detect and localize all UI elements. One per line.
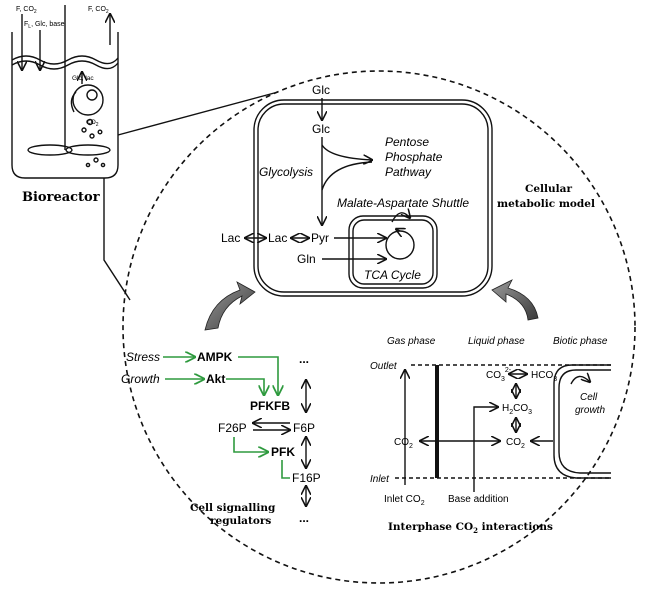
mas-label: Malate-Aspartate Shuttle bbox=[337, 196, 469, 210]
pfkfb-label: PFKFB bbox=[250, 399, 290, 413]
feed-label-right: F, CO2 bbox=[88, 6, 109, 15]
zoom-line-top bbox=[117, 91, 279, 136]
glc-extracellular: Glc bbox=[312, 83, 330, 97]
lac-extracellular: Lac bbox=[221, 231, 240, 245]
dots-top: ... bbox=[299, 352, 309, 366]
cell-outer-membrane bbox=[253, 99, 493, 297]
cell-inner-membrane bbox=[257, 103, 489, 293]
bioreactor-vessel bbox=[11, 5, 119, 179]
pfk-to-f16p-link bbox=[281, 460, 290, 479]
cell-wall-inner bbox=[558, 369, 611, 474]
mitochondrion-outer bbox=[348, 215, 438, 289]
curved-arrow-left bbox=[204, 281, 256, 331]
tca-cycle-label: TCA Cycle bbox=[364, 268, 421, 282]
carbonate-label: CO32- bbox=[486, 367, 512, 383]
inlet-co2-label: Inlet CO2 bbox=[384, 494, 425, 507]
metabolic-title-2: metabolic model bbox=[497, 198, 595, 210]
ampk-to-pfkfb-arrow bbox=[238, 356, 278, 395]
liquid-phase-label: Liquid phase bbox=[468, 336, 525, 347]
pfk-label: PFK bbox=[271, 445, 295, 459]
f16p-label: F16P bbox=[292, 471, 321, 485]
f26p-label: F26P bbox=[218, 421, 247, 435]
co2-title: Interphase CO2 interactions bbox=[388, 521, 553, 535]
cell-growth-label-1: Cell bbox=[580, 392, 598, 403]
biotic-phase-label: Biotic phase bbox=[553, 336, 608, 347]
glycolysis-label: Glycolysis bbox=[259, 165, 313, 179]
model-boundary-circle bbox=[122, 70, 636, 584]
cell-growth-label-2: growth bbox=[575, 405, 605, 416]
pyr-label: Pyr bbox=[311, 231, 329, 245]
akt-to-pfkfb-arrow bbox=[226, 378, 264, 395]
tca-cycle-circle bbox=[385, 230, 415, 260]
gln-label: Gln bbox=[297, 252, 316, 266]
glc-intracellular: Glc bbox=[312, 122, 330, 136]
akt-label: Akt bbox=[206, 372, 225, 386]
f26p-to-pfk-arrow bbox=[233, 437, 268, 452]
curved-arrow-right bbox=[491, 279, 539, 321]
co2-liquid-label: CO2 bbox=[506, 437, 525, 450]
inlet-label: Inlet bbox=[370, 474, 390, 485]
metabolic-title-1: Cellular bbox=[525, 183, 572, 195]
ppp-branch-upper bbox=[321, 144, 372, 160]
bioreactor-title: Bioreactor bbox=[22, 190, 100, 205]
stress-label: Stress bbox=[126, 350, 160, 364]
carbonic-acid-label: H2CO3 bbox=[502, 403, 532, 416]
feed-label-mid: FL, Glc, base bbox=[24, 21, 65, 30]
cell-wall-outer bbox=[553, 364, 611, 479]
dots-bottom: ... bbox=[299, 511, 309, 525]
f6p-label: F6P bbox=[293, 421, 315, 435]
outlet-label: Outlet bbox=[370, 361, 398, 372]
zoom-line-bottom bbox=[103, 178, 131, 301]
cell-growth-arrow bbox=[570, 376, 590, 385]
lac-intracellular: Lac bbox=[268, 231, 287, 245]
gas-phase-label: Gas phase bbox=[387, 336, 436, 347]
signalling-title-2: regulators bbox=[210, 515, 271, 527]
bioreactor-co2-label: CO2 bbox=[86, 119, 99, 128]
growth-label: Growth bbox=[121, 372, 160, 386]
co2-gas-label: CO2 bbox=[394, 437, 413, 450]
ampk-label: AMPK bbox=[197, 350, 233, 364]
feed-label-left: F, CO2 bbox=[16, 6, 37, 15]
base-addition-arrow bbox=[473, 407, 498, 492]
ppp-label-1: Pentose bbox=[385, 135, 429, 149]
cell-label: Glc, lac bbox=[72, 75, 94, 82]
ppp-label-3: Pathway bbox=[385, 165, 432, 179]
base-addition-label: Base addition bbox=[448, 494, 509, 505]
ppp-label-2: Phosphate bbox=[385, 150, 443, 164]
ppp-branch-lower bbox=[321, 161, 373, 191]
signalling-title-1: Cell signalling bbox=[190, 502, 276, 514]
mas-cycle-arrow bbox=[391, 213, 410, 223]
